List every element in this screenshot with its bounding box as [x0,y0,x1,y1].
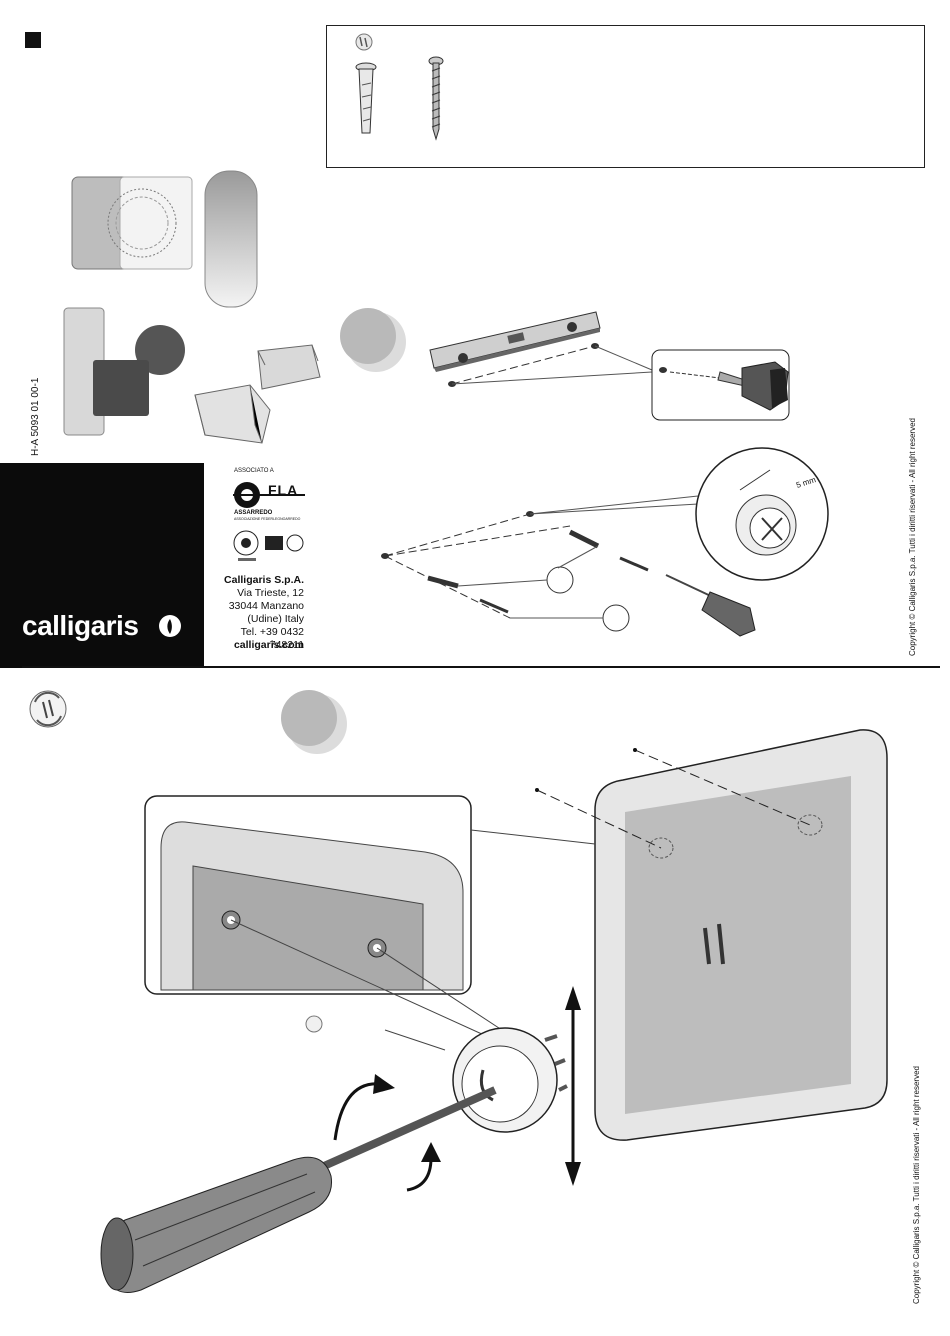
magnified-plug-detail [695,447,829,581]
rotation-arrows [333,1074,441,1192]
step-2-illustration [29,690,888,1293]
hardware-illustration [355,33,444,141]
company-name: Calligaris S.p.A. [224,574,304,586]
company-phone: Tel. +39 0432 748211 [240,626,304,651]
certification-badges [233,530,304,561]
association-label: ASSOCIATO A [234,468,274,474]
marker-square [25,32,41,48]
spirit-level [429,311,601,372]
wall-plug-icon [355,62,377,134]
anchor-installation [381,495,699,632]
tool-cycle-icon [29,690,67,728]
step-1-marker [340,308,406,372]
screw-icon [428,56,444,141]
brand-logo-text: calligaris [22,610,139,641]
decorated-mirror-image [71,176,193,270]
company-web: calligaris.com [233,639,304,651]
fla-logo [233,475,305,515]
step-1-illustration [340,308,829,637]
tool-icon [355,33,373,51]
brand-mark-icon [159,615,181,637]
company-address: Calligaris S.p.A. Via Trieste, 12 33044 … [204,574,304,651]
mirror-on-wall [535,729,888,1141]
screwdriver-small [665,574,756,637]
drill-detail-box [651,349,790,421]
fla-logo-text: FLA [268,482,299,498]
company-region: (Udine) Italy [247,613,304,625]
vertical-adjust-arrow [565,986,581,1186]
composition-mirror-image [63,307,185,436]
document-code: H-A 5093 01 00-1 [30,377,41,456]
mirror-detail-box [144,795,596,995]
drill-marks [448,343,653,387]
box-shelf-image [194,344,321,444]
hardware-box [326,25,925,168]
step-2-marker [281,690,347,754]
screwdriver-large [100,1086,497,1293]
section-divider [22,666,940,668]
assarredo-caption: ASSOCIAZIONE FEDERLEGNOARREDO [234,517,301,521]
company-street: Via Trieste, 12 [237,587,304,599]
assarredo-label: ASSARREDO [234,510,273,516]
bracket-detail [230,919,568,1133]
oval-mirror-image [204,170,258,308]
copyright-text-bottom: Copyright © Calligaris S.p.a. Tutti i di… [912,1066,921,1304]
product-thumbnails [63,170,321,444]
copyright-text-top: Copyright © Calligaris S.p.a. Tutti i di… [908,418,917,656]
company-city: 33044 Manzano [228,600,304,612]
